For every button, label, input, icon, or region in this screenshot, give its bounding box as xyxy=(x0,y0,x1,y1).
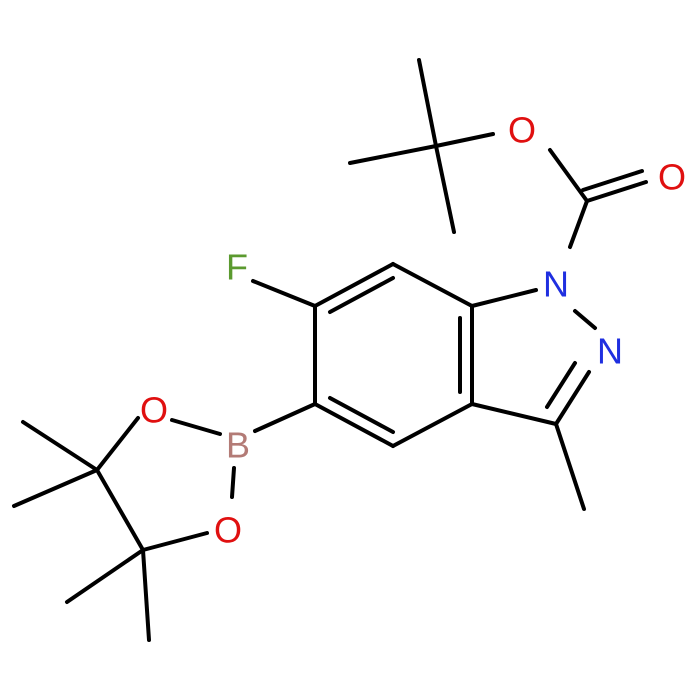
bond-c7a-n1 xyxy=(470,288,538,308)
bond-tbu-methyl-top xyxy=(417,58,438,148)
bond-carbonyl-nitrogen xyxy=(568,199,589,249)
bond-tbu-oxygen xyxy=(434,132,495,148)
oxygen-boronate-top-atom-label: O xyxy=(140,390,168,431)
bond-n1-n2 xyxy=(573,309,597,330)
boron-atom-label: B xyxy=(226,425,250,466)
bond-oxygen-carbonyl-carbon xyxy=(548,148,589,203)
oxygen-carbonyl-atom-label: O xyxy=(658,157,686,198)
bond-c3-methyl xyxy=(554,422,586,511)
bond-c6-fluorine xyxy=(251,279,317,308)
bond-c4-c5-inner xyxy=(328,396,395,434)
bond-carbon-carbon xyxy=(95,468,145,552)
bond-n2-c3-b xyxy=(545,361,577,409)
bond-oxygen-top-carbon xyxy=(95,416,140,472)
tert-butyl-group xyxy=(348,58,495,234)
bond-carbonyl-double-a xyxy=(585,180,648,203)
carbamate-group xyxy=(548,148,648,249)
oxygen-boronate-bottom-atom-label: O xyxy=(214,510,242,551)
bond-methyl-upper-left xyxy=(21,420,99,472)
indazole-ring xyxy=(251,262,597,511)
bond-methyl-bottom xyxy=(141,548,151,642)
bond-c3a-c4 xyxy=(391,402,474,448)
bond-boron-oxygen-top xyxy=(170,418,222,436)
bond-carbon-oxygen-bottom xyxy=(141,531,209,552)
bond-n2-c3-a xyxy=(554,370,591,426)
bond-c4-c5 xyxy=(313,402,395,448)
bond-tbu-methyl-left xyxy=(348,144,438,165)
bond-c7-c7a xyxy=(391,262,474,308)
bond-c6-c7 xyxy=(313,262,395,308)
bond-tbu-methyl-bottom xyxy=(434,144,456,234)
bond-boron-oxygen-bottom xyxy=(230,466,236,499)
nitrogen-2-atom-label: N xyxy=(597,331,623,372)
bond-c6-c7-inner xyxy=(328,276,395,314)
nitrogen-1-atom-label: N xyxy=(543,264,569,305)
fluorine-atom-label: F xyxy=(226,247,248,288)
oxygen-ester-atom-label: O xyxy=(508,110,536,151)
bond-methyl-left xyxy=(12,468,99,508)
bond-c3-c3a xyxy=(470,402,558,426)
bond-carbonyl-double-b xyxy=(581,169,644,192)
bond-methyl-lower-left xyxy=(65,548,145,604)
bond-c5-boron xyxy=(253,402,317,433)
pinacol-boronate-group xyxy=(12,416,236,642)
